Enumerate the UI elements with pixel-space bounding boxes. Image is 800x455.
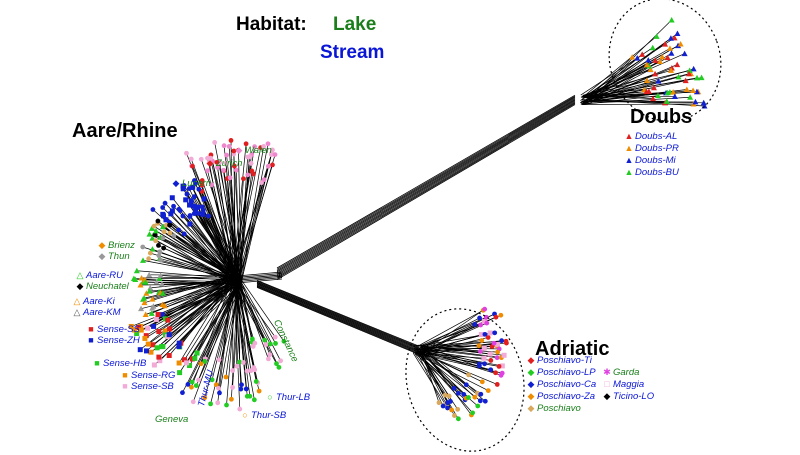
star-marker-icon: ✱ [603, 367, 611, 377]
diamond-marker-icon: ◆ [527, 355, 535, 365]
circle-marker-icon: ○ [242, 410, 248, 420]
label-aare-ru: △Aare-RU [76, 270, 123, 281]
diamond-marker-icon: ◆ [527, 379, 535, 389]
label-doubs-al: ▲Doubs-AL [624, 131, 678, 142]
label-thur-lb: ○Thur-LB [265, 392, 310, 403]
label-walen: ◆Walen [235, 145, 272, 156]
square-marker-icon: ■ [88, 335, 94, 345]
label-sense-zh: ■Sense-ZH [86, 335, 139, 346]
label-poschiavo-ti: ◆Poschiavo-Ti [527, 355, 592, 366]
label-ticino-lo: ◆Ticino-LO [603, 391, 655, 402]
triangle-marker-icon: △ [73, 296, 81, 306]
square-marker-icon: ■ [122, 370, 128, 380]
diamond-marker-icon: ◆ [206, 158, 214, 168]
network-tips [128, 16, 708, 422]
label-doubs-bu: ▲Doubs-BU [624, 167, 679, 178]
triangle-marker-icon: ▲ [624, 155, 634, 165]
label-poschiavo-za: ◆Poschiavo-Za [527, 391, 596, 402]
adriatic-cluster-ellipse [405, 308, 525, 452]
diamond-marker-icon: ◆ [172, 178, 180, 188]
region-title-adriatic: Adriatic [535, 338, 610, 360]
triangle-marker-icon: ▲ [624, 167, 634, 177]
label-poschiavo-ca: ◆Poschiavo-Ca [527, 379, 597, 390]
label-lucern: ◆Lucern [172, 178, 212, 189]
circle-marker-icon: ○ [267, 392, 273, 402]
diamond-marker-icon: ◆ [98, 251, 106, 261]
triangle-marker-icon: ▲ [624, 143, 634, 153]
label-sense-sb: ■Sense-SB [120, 381, 174, 392]
diamond-marker-icon: ◆ [76, 281, 84, 291]
square-marker-icon: ■ [122, 381, 128, 391]
triangle-marker-icon: ▲ [624, 131, 634, 141]
label-doubs-pr: ▲Doubs-PR [624, 143, 679, 154]
square-marker-icon: ■ [88, 324, 94, 334]
diamond-marker-icon: ◆ [235, 145, 243, 155]
diamond-marker-icon: ◆ [527, 367, 535, 377]
region-title-doubs: Doubs [630, 106, 693, 128]
label-thur-sb: ○Thur-SB [240, 410, 286, 421]
label-garda: ✱Garda [603, 367, 640, 378]
label-geneva: Geneva [155, 414, 189, 425]
square-marker-icon: □ [604, 379, 610, 389]
diamond-marker-icon: ◆ [527, 403, 535, 413]
label-aare-ki: △Aare-Ki [73, 296, 115, 307]
habitat-legend-title: Habitat: [236, 14, 307, 35]
label-sense-rg: ■Sense-RG [120, 370, 175, 381]
label-thun: ◆Thun [98, 251, 130, 262]
triangle-marker-icon: △ [76, 270, 84, 280]
label-doubs-mi: ▲Doubs-Mi [624, 155, 676, 166]
habitat-legend-lake: Lake [333, 14, 377, 35]
square-marker-icon: ■ [94, 358, 100, 368]
label-neuchatel: ◆Neuchatel [76, 281, 129, 292]
label-brienz: ◆Brienz [98, 240, 135, 251]
region-title-aare-rhine: Aare/Rhine [72, 120, 178, 142]
label-aare-km: △Aare-KM [73, 307, 121, 318]
label-sense-hb: ■Sense-HB [92, 358, 146, 369]
diamond-marker-icon: ◆ [98, 240, 106, 250]
habitat-legend-stream: Stream [320, 42, 385, 63]
label-sense-ss: ■Sense-SS [86, 324, 140, 335]
label-poschiavo-lp: ◆Poschiavo-LP [527, 367, 596, 378]
diamond-marker-icon: ◆ [527, 391, 535, 401]
label-poschiavo: ◆Poschiavo [527, 403, 581, 414]
label-zurich: ◆Zurich [206, 158, 243, 169]
doubs-cluster-ellipse [608, 0, 722, 122]
triangle-marker-icon: △ [73, 307, 81, 317]
diamond-marker-icon: ◆ [603, 391, 611, 401]
label-maggia: □Maggia [602, 379, 644, 390]
